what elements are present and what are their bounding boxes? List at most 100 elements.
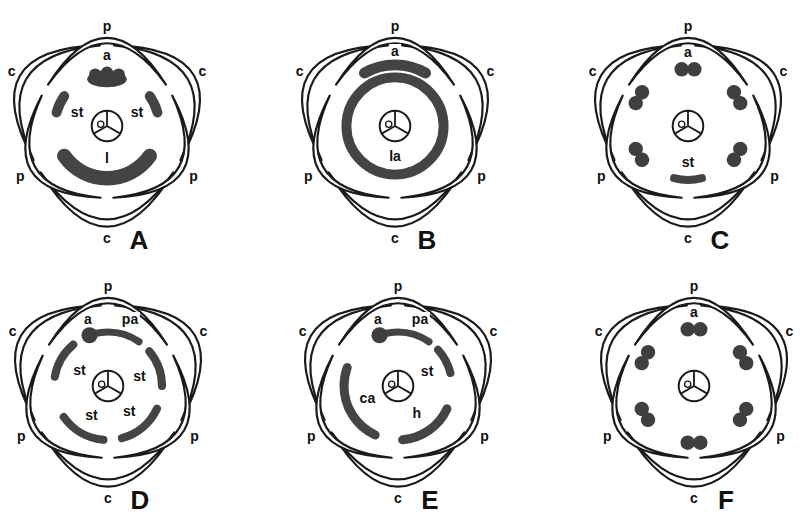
- labellum: [55, 74, 159, 178]
- gynoecium: [93, 371, 124, 402]
- part-label: p: [187, 169, 200, 183]
- part-label: c: [487, 324, 499, 338]
- part-label: c: [682, 231, 694, 245]
- staminode: [54, 332, 162, 440]
- anther: [334, 65, 456, 187]
- part-label: st: [129, 105, 145, 119]
- part-label: pa: [120, 312, 140, 326]
- part-label: c: [777, 64, 789, 78]
- part-label: p: [302, 169, 315, 183]
- perianth: [0, 18, 227, 226]
- part-label: c: [587, 64, 599, 78]
- part-label: c: [688, 491, 700, 505]
- part-label: c: [197, 324, 209, 338]
- part-label: p: [14, 169, 27, 183]
- flower-b: [275, 18, 516, 226]
- staminode: [54, 332, 162, 440]
- part-label: l: [103, 151, 111, 165]
- stamen: [681, 322, 708, 336]
- flower-e: [278, 278, 519, 486]
- callus: [344, 332, 452, 440]
- perianth: [574, 278, 806, 486]
- part-label: ca: [358, 391, 378, 405]
- part-label: a: [82, 312, 94, 326]
- flower-f: [574, 278, 806, 486]
- staminode: [55, 74, 159, 178]
- part-label: p: [478, 429, 491, 443]
- part-label: p: [595, 169, 608, 183]
- part-label: c: [294, 64, 306, 78]
- staminode: [634, 72, 742, 180]
- part-label: st: [83, 408, 99, 422]
- part-label: c: [593, 324, 605, 338]
- part-label: h: [411, 406, 424, 420]
- part-label: st: [131, 369, 147, 383]
- gynoecium: [92, 111, 123, 142]
- part-label: la: [387, 149, 403, 163]
- panel-letter: A: [128, 227, 151, 253]
- part-label: p: [389, 19, 402, 33]
- panel-letter: C: [709, 227, 732, 253]
- stamen: [675, 62, 702, 76]
- perianth: [278, 278, 519, 486]
- part-label: st: [71, 363, 87, 377]
- stamen: [681, 436, 708, 450]
- perianth: [568, 18, 806, 226]
- anther: [81, 327, 97, 343]
- panel-letter: F: [716, 487, 736, 513]
- part-label: c: [7, 324, 19, 338]
- part-label: a: [389, 44, 401, 58]
- perianth: [275, 18, 516, 226]
- flower-a: [0, 18, 227, 226]
- part-label: c: [6, 64, 18, 78]
- part-label: c: [297, 324, 309, 338]
- stamen: [626, 139, 652, 170]
- part-label: p: [392, 279, 405, 293]
- stamen: [632, 342, 658, 373]
- stamen: [730, 399, 756, 430]
- part-label: p: [774, 429, 787, 443]
- part-label: p: [305, 429, 318, 443]
- part-label: p: [475, 169, 488, 183]
- stamen: [626, 82, 652, 113]
- stamen: [724, 82, 750, 113]
- part-label: p: [188, 429, 201, 443]
- staminode: [54, 332, 162, 440]
- staminode: [54, 332, 162, 440]
- part-label: st: [680, 155, 696, 169]
- part-label: c: [101, 231, 113, 245]
- part-label: a: [682, 45, 694, 59]
- gynoecium: [383, 371, 414, 402]
- stamen: [730, 342, 756, 373]
- gynoecium: [673, 111, 704, 142]
- panel-letter: E: [419, 487, 440, 513]
- part-label: c: [484, 64, 496, 78]
- gynoecium: [679, 371, 710, 402]
- part-label: p: [688, 279, 701, 293]
- part-label: a: [372, 312, 384, 326]
- part-label: st: [121, 404, 137, 418]
- flower-c: [568, 18, 806, 226]
- flower-d: [0, 278, 228, 486]
- anther: [87, 67, 127, 88]
- part-label: p: [15, 429, 28, 443]
- part-label: c: [196, 64, 208, 78]
- staminode: [344, 332, 452, 440]
- part-label: a: [101, 48, 113, 62]
- petaloid-appendage: [54, 332, 162, 440]
- perianth: [0, 278, 228, 486]
- part-label: c: [783, 324, 795, 338]
- stamen: [724, 139, 750, 170]
- part-label: p: [682, 19, 695, 33]
- panel-letter: B: [416, 227, 439, 253]
- part-label: c: [102, 491, 114, 505]
- labellum-ring: [346, 77, 443, 174]
- part-label: st: [69, 105, 85, 119]
- part-label: p: [101, 19, 114, 33]
- panel-letter: D: [129, 487, 152, 513]
- part-label: p: [768, 169, 781, 183]
- anther: [371, 327, 387, 343]
- petaloid-appendage: [344, 332, 452, 440]
